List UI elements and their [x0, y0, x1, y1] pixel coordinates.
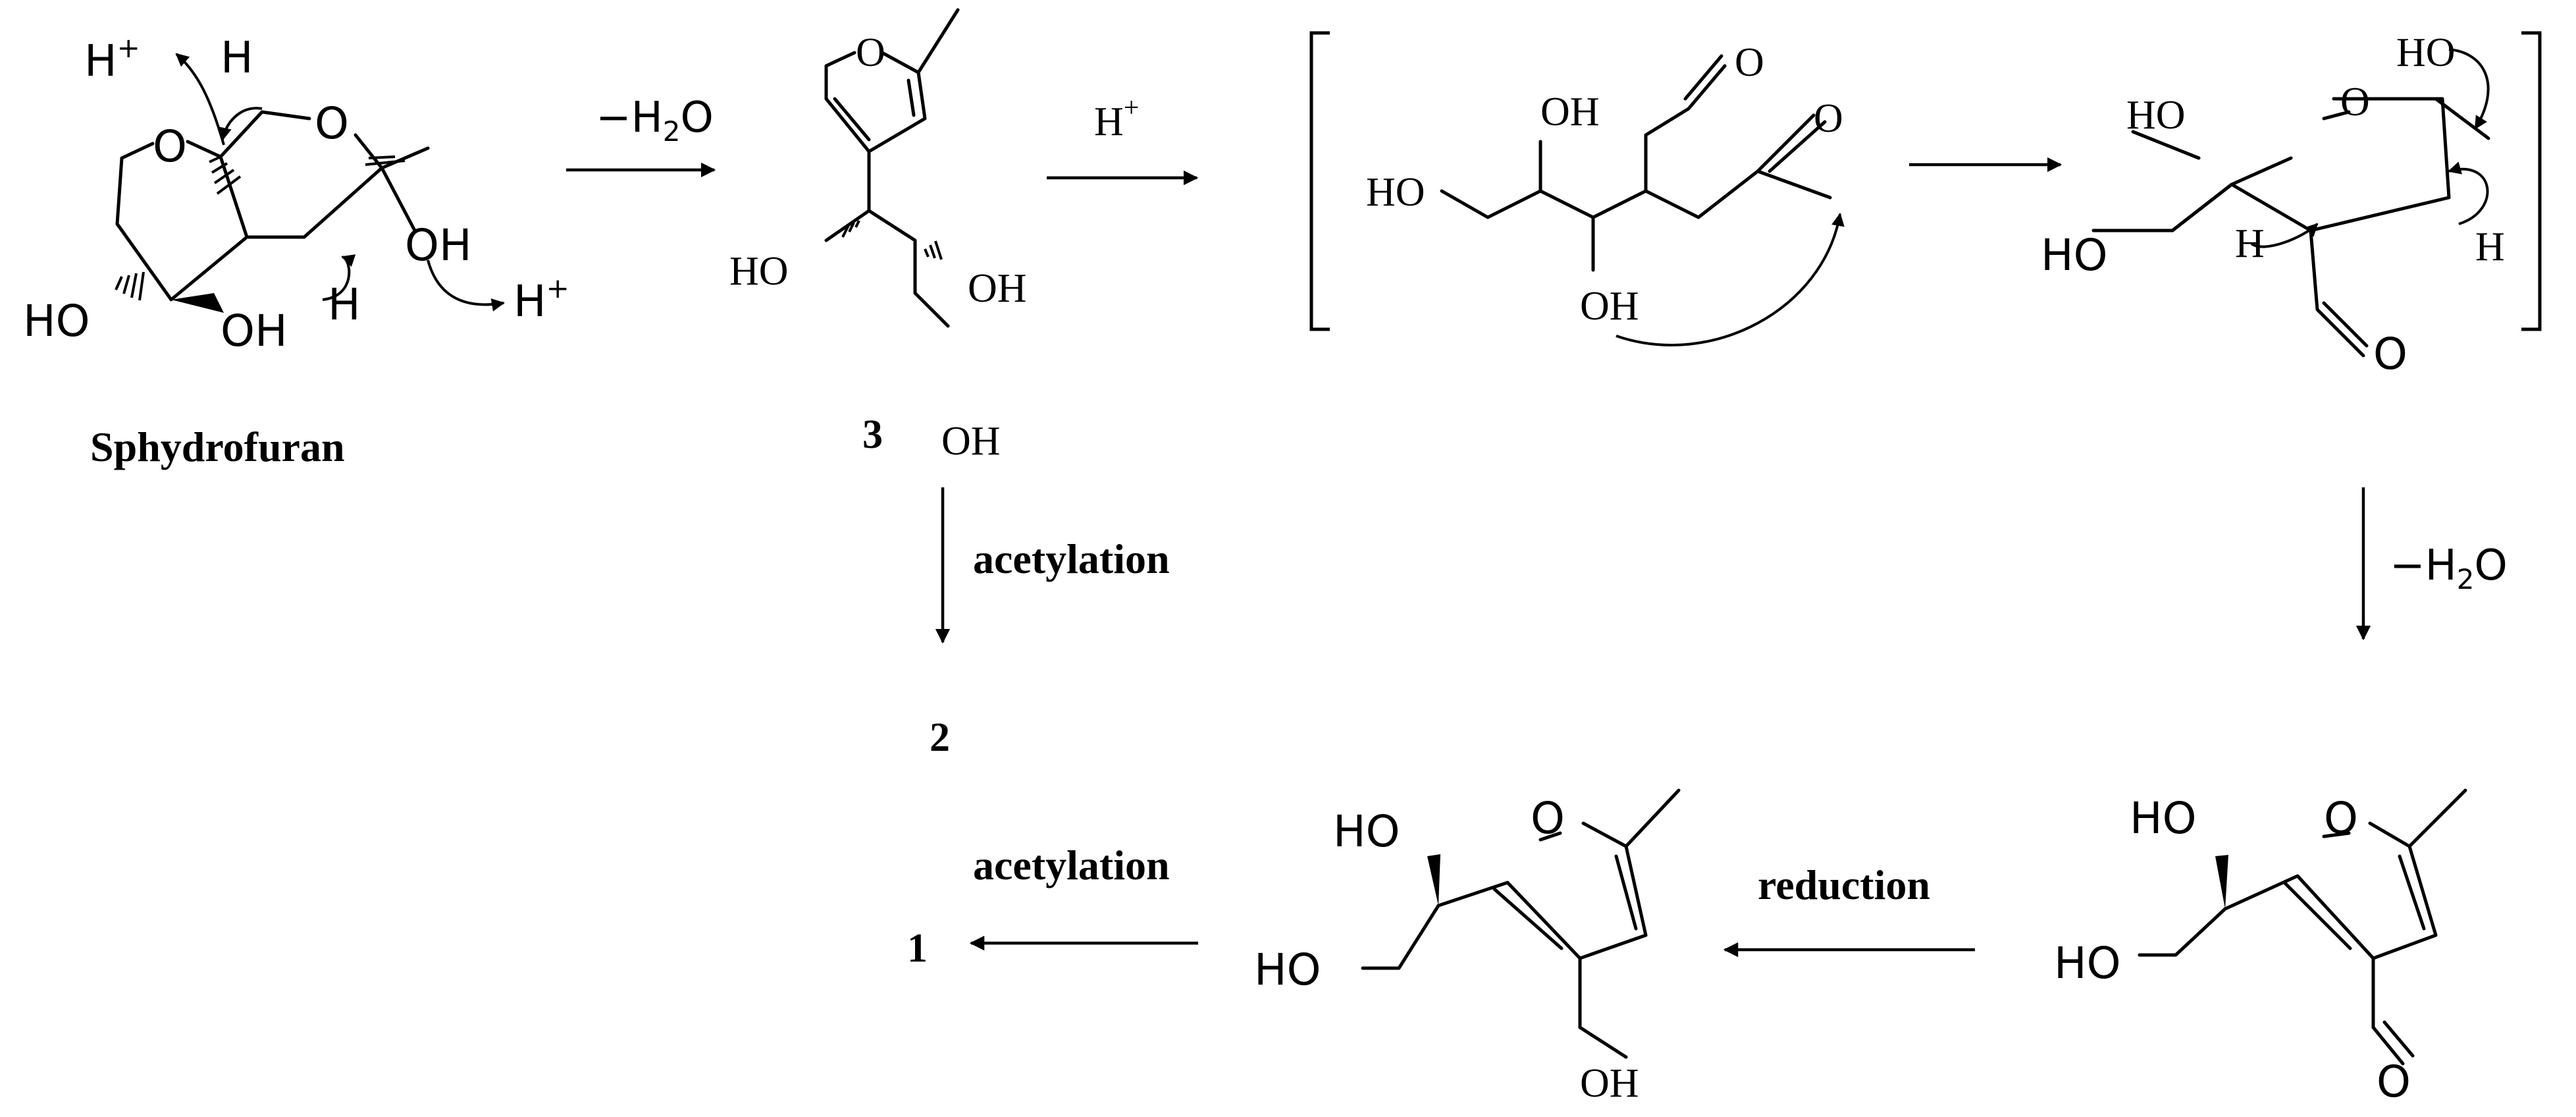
atom-label: HO [729, 249, 789, 294]
atom-label: O [1814, 96, 1843, 141]
atom-label: H+ [513, 272, 569, 327]
atom-label: O [2340, 80, 2370, 124]
left-bracket [1309, 31, 1330, 331]
atom-label: O [1735, 40, 1764, 85]
atom-label: HO [2041, 230, 2108, 281]
atom-label: OH [941, 419, 1001, 464]
atom-label: HO [2130, 793, 2197, 844]
atom-label: OH [1580, 284, 1639, 329]
atom-label: HO [2054, 938, 2121, 989]
curly-arrow [219, 107, 263, 141]
atom-label: O [856, 30, 885, 75]
compound-number-1: 1 [907, 926, 928, 971]
atom-label: O [2373, 329, 2407, 379]
hashed-bond [841, 220, 943, 260]
atom-label: OH [221, 306, 288, 356]
condition-acetylation: acetylation [973, 842, 1170, 888]
atom-label: H+ [84, 32, 140, 86]
curly-arrow [2448, 161, 2489, 225]
compound-3-structure [824, 8, 960, 328]
condition-acetylation: acetylation [973, 535, 1170, 582]
sphydrofuran-structure [115, 110, 430, 313]
atom-label: HO [2396, 30, 2456, 75]
atom-label: OH [1540, 90, 1600, 134]
condition-dehydration: −H2O [596, 94, 714, 148]
atom-label: H [2475, 225, 2505, 269]
cyclized-intermediate [2091, 97, 2490, 358]
curly-arrow [427, 259, 505, 312]
atom-label: OH [1580, 1061, 1639, 1106]
wedge-bond [1427, 854, 1440, 906]
atom-label: O [315, 98, 349, 149]
compound-name-sphydrofuran: Sphydrofuran [90, 423, 345, 470]
furaldehyde-structure [2138, 788, 2467, 1066]
atom-label: O [2377, 1056, 2411, 1107]
open-chain-intermediate [1440, 54, 1832, 272]
curly-arrow [2250, 223, 2319, 248]
atom-label: O [153, 121, 187, 172]
furan-diol-structure [1361, 788, 1681, 1059]
compound-number-3: 3 [862, 412, 883, 457]
atom-label: OH [405, 220, 472, 271]
atom-label: O [2324, 793, 2358, 844]
atom-label: HO [23, 296, 90, 346]
wedge-bond [171, 293, 224, 313]
curly-arrow [322, 254, 356, 301]
curly-arrow [1616, 213, 1845, 346]
atom-label: HO [1366, 170, 1425, 215]
condition-dehydration: −H2O [2390, 541, 2508, 595]
right-bracket [2521, 31, 2542, 331]
atom-label: OH [968, 266, 1027, 311]
compound-number-2: 2 [930, 715, 950, 760]
atom-label: O [1531, 793, 1565, 844]
condition-reduction: reduction [1758, 861, 1930, 908]
wedge-bond [2215, 855, 2228, 909]
atom-label: HO [1254, 944, 1321, 995]
atom-label: HO [2126, 93, 2186, 138]
atom-label: H [2235, 221, 2265, 266]
curly-arrow [2448, 48, 2490, 130]
hashed-bond [115, 155, 406, 301]
atom-label: HO [1333, 806, 1400, 857]
condition-acid: H+ [1094, 93, 1139, 144]
atom-label: H [221, 32, 253, 83]
